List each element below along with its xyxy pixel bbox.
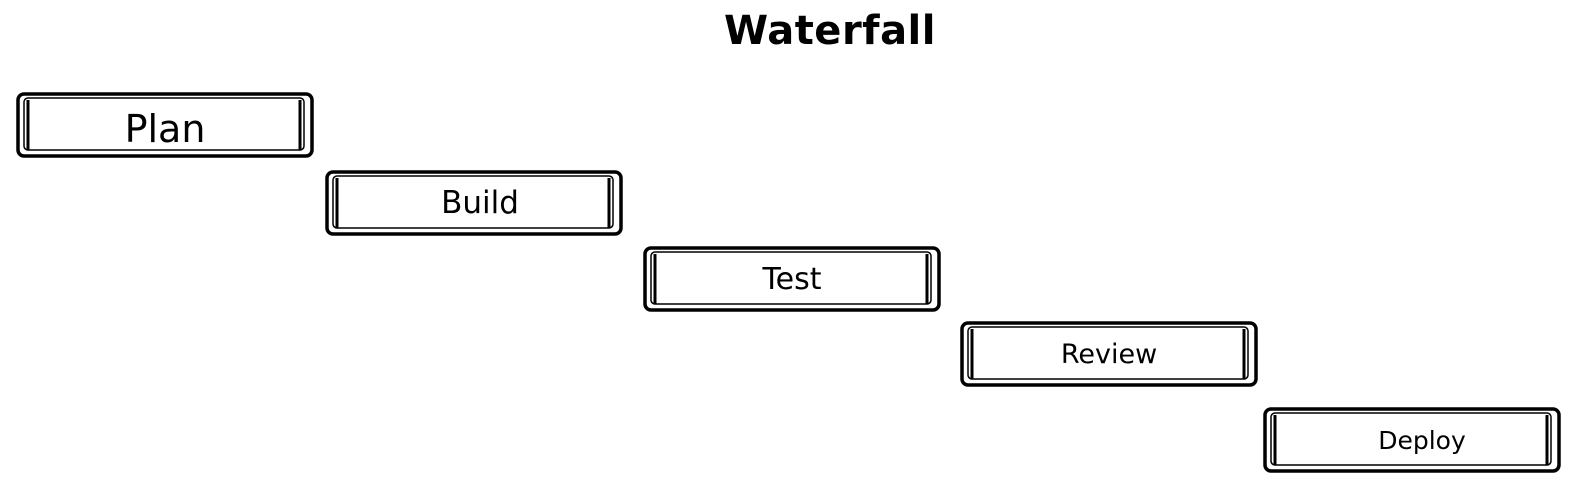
diagram-title: Waterfall <box>724 8 936 54</box>
step-box-frame <box>643 246 941 312</box>
step-box-frame <box>16 92 314 158</box>
step-box-plan: Plan <box>16 92 314 158</box>
step-box-build: Build <box>325 170 623 236</box>
step-box-frame <box>960 321 1258 387</box>
step-box-test: Test <box>643 246 941 312</box>
step-box-review: Review <box>960 321 1258 387</box>
step-label-deploy: Deploy <box>1378 425 1466 455</box>
step-label-review: Review <box>1060 338 1158 370</box>
step-label-plan: Plan <box>124 107 206 151</box>
step-box-deploy: Deploy <box>1263 407 1561 473</box>
step-box-frame <box>1263 407 1561 473</box>
step-box-frame <box>325 170 623 236</box>
step-label-build: Build <box>441 185 519 221</box>
step-label-test: Test <box>762 261 822 297</box>
